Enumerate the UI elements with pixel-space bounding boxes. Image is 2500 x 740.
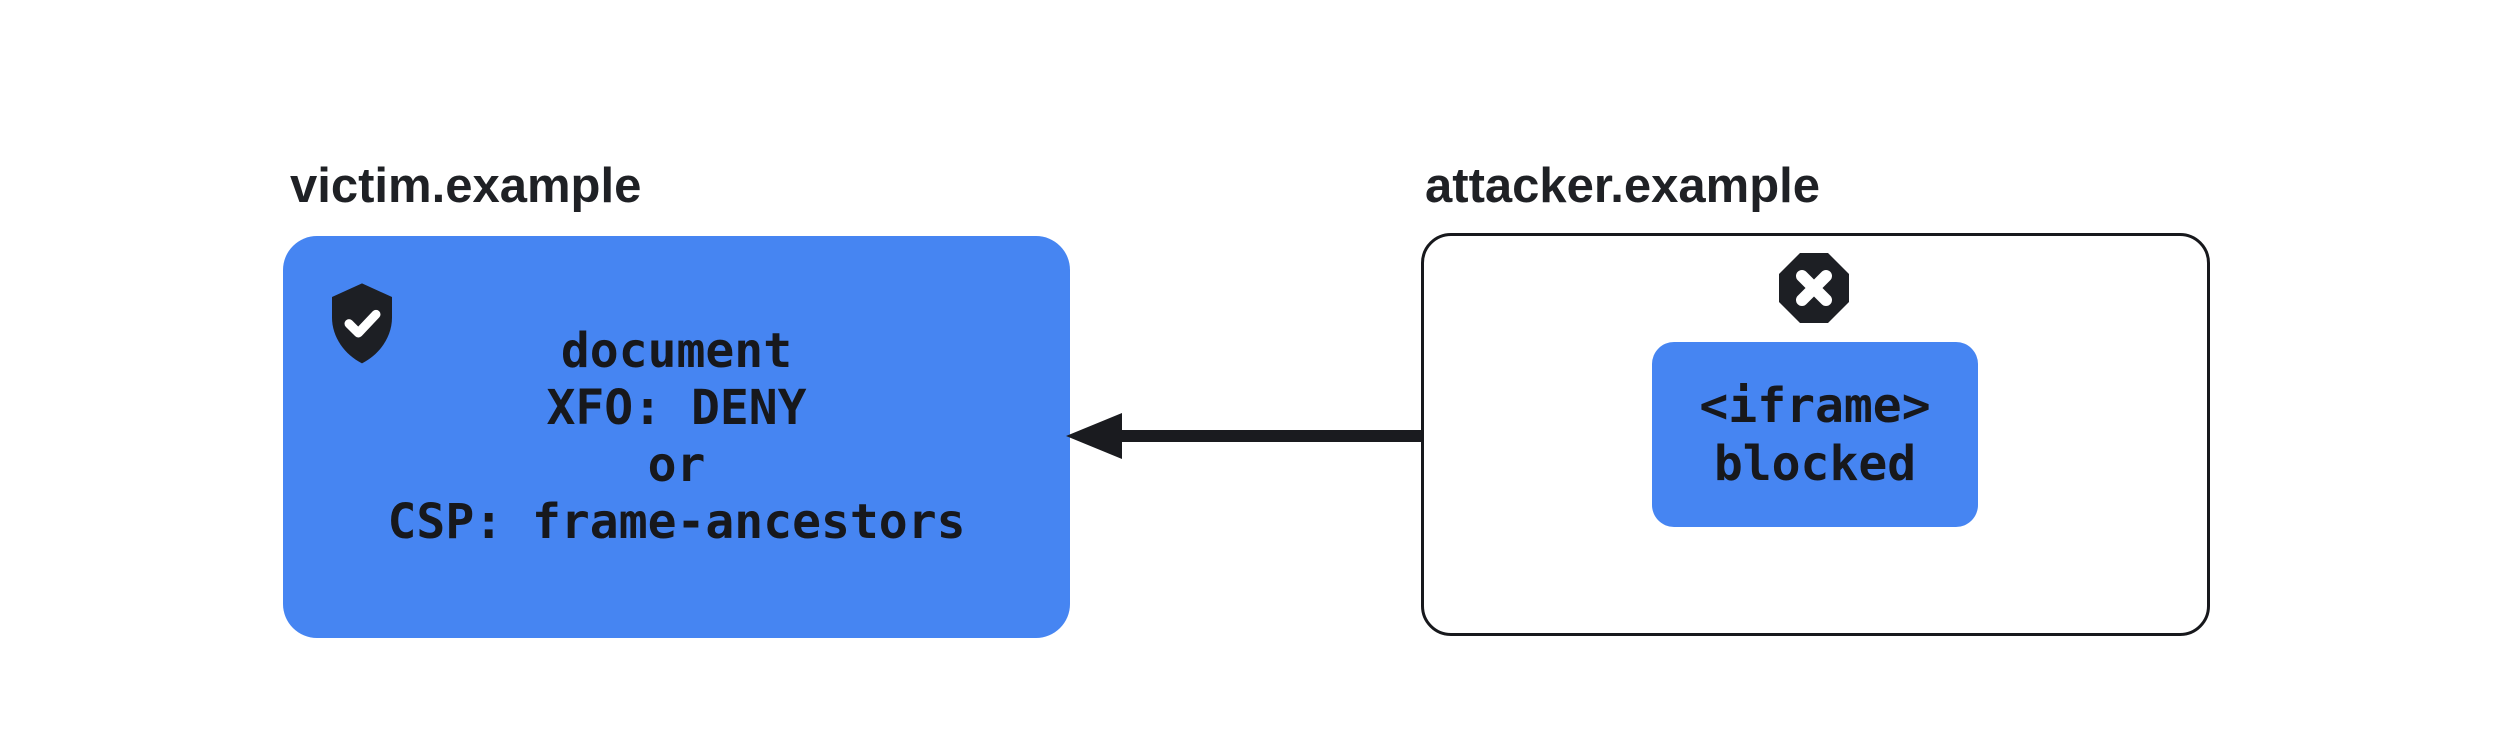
attacker-domain-label: attacker.example xyxy=(1425,159,1820,213)
shield-check-icon xyxy=(332,283,392,364)
victim-document-box: document XFO: DENY or CSP: frame-ancesto… xyxy=(283,236,1070,638)
victim-headers-text: document XFO: DENY or CSP: frame-ancesto… xyxy=(283,236,1070,638)
victim-text-line: document xyxy=(560,323,793,379)
iframe-text-line: blocked xyxy=(1713,435,1917,492)
blocked-iframe-box: <iframe> blocked xyxy=(1652,342,1978,527)
blocked-request-arrow-head xyxy=(1066,413,1122,459)
victim-text-line: or xyxy=(647,437,706,493)
victim-text-line: CSP: frame-ancestors xyxy=(387,494,966,550)
iframe-text-line: <iframe> xyxy=(1699,377,1931,434)
victim-domain-label: victim.example xyxy=(290,159,642,213)
blocked-octagon-icon xyxy=(1779,253,1849,323)
iframe-blocked-text: <iframe> blocked xyxy=(1652,342,1978,527)
victim-text-line: XFO: DENY xyxy=(546,380,807,436)
